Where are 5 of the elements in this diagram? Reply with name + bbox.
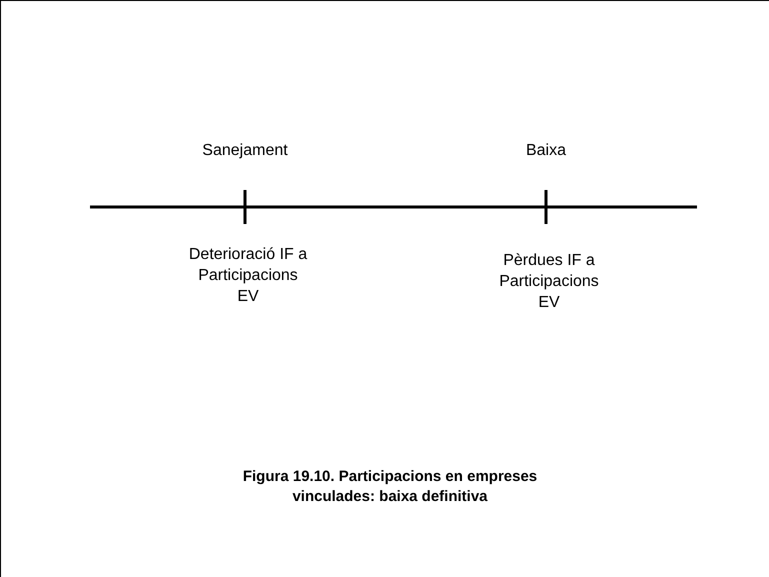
entry-text: Pèrdues IF a Participacions EV — [498, 251, 600, 313]
figure-caption: Figura 19.10. Participacions en empreses vinculades: baixa definitiva — [242, 467, 538, 507]
event-label: Sanejament — [202, 141, 288, 161]
entry-text: Deterioració IF a Participacions EV — [188, 245, 308, 307]
event-label: Baixa — [526, 141, 566, 161]
